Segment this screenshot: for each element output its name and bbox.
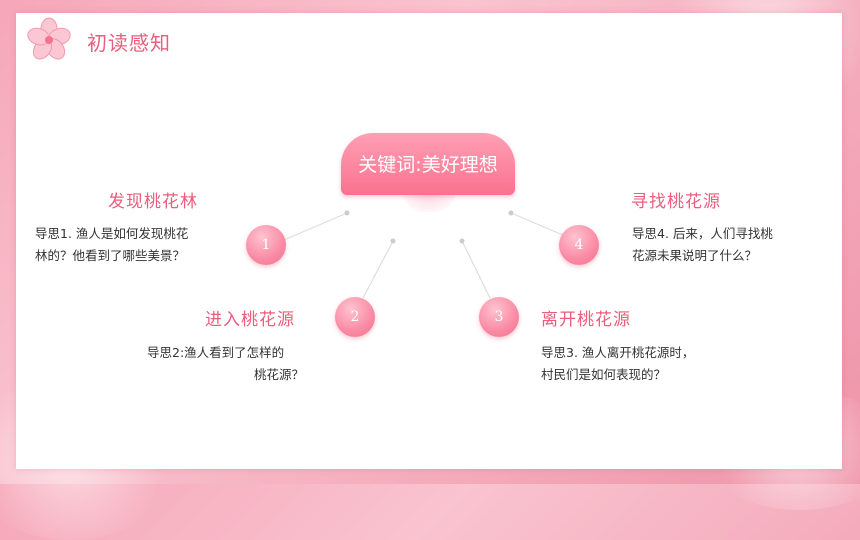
number-circle-1: 1 — [246, 225, 286, 265]
number-circle-2: 2 — [335, 297, 375, 337]
description-1-line-2: 林的？他看到了哪些美景？ — [35, 248, 186, 263]
description-3-line-2: 村民们是如何表现的？ — [541, 367, 667, 382]
description-1-line-1: 导思1. 渔人是如何发现桃花 — [35, 226, 189, 241]
number-circle-3: 3 — [479, 297, 519, 337]
heading-4: 寻找桃花源 — [631, 192, 721, 212]
description-1: 导思1. 渔人是如何发现桃花 林的？他看到了哪些美景？ — [35, 223, 188, 267]
description-2-line-2: 桃花源？ — [253, 367, 304, 382]
content-card — [16, 13, 842, 469]
heading-2: 进入桃花源 — [205, 310, 295, 330]
number-circle-4: 4 — [559, 225, 599, 265]
keyword-box: 关键词:美好理想 — [341, 133, 515, 195]
description-3: 导思3. 渔人离开桃花源时， 村民们是如何表现的？ — [541, 342, 694, 386]
heading-1: 发现桃花林 — [108, 192, 198, 212]
description-4-line-2: 花源未果说明了什么？ — [632, 248, 758, 263]
blossom-logo-icon — [27, 17, 71, 60]
keyword-base — [403, 192, 455, 212]
page-title: 初读感知 — [87, 31, 171, 55]
description-4-line-1: 导思4. 后来，人们寻找桃 — [632, 226, 773, 241]
description-2: 导思2:渔人看到了怎样的 桃花源？ — [147, 342, 304, 386]
description-2-line-1: 导思2:渔人看到了怎样的 — [147, 345, 285, 360]
description-3-line-1: 导思3. 渔人离开桃花源时， — [541, 345, 695, 360]
description-4: 导思4. 后来，人们寻找桃 花源未果说明了什么？ — [632, 223, 773, 267]
heading-3: 离开桃花源 — [541, 310, 631, 330]
